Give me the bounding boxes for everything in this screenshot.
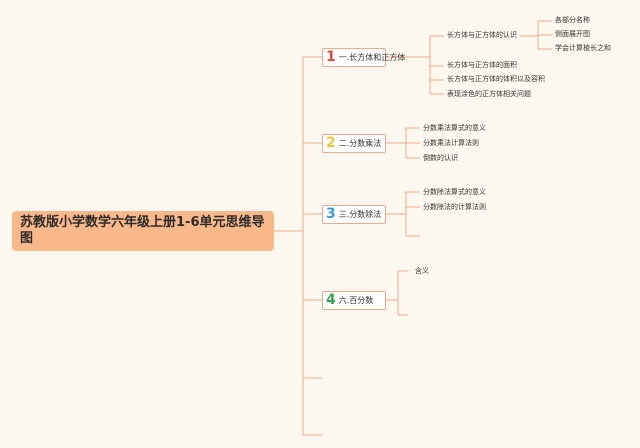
root-title: 苏教版小学数学六年级上册1-6单元思维导图 [20, 215, 265, 246]
subtopic-2-1[interactable]: 分数乘法算式的意义 [423, 124, 486, 132]
subtopic-4-1[interactable]: 含义 [415, 267, 429, 275]
detail-1-1-2[interactable]: 侧面展开图 [555, 30, 590, 38]
branch-number-2: 2 [326, 135, 336, 151]
branch-number-4: 4 [326, 292, 336, 308]
branch-topic-2[interactable]: 2 二.分数乘法 [322, 134, 386, 153]
branch-label-4: 六.百分数 [338, 296, 374, 305]
subtopic-1-1[interactable]: 长方体与正方体的认识 [447, 31, 517, 39]
branch-number-3: 3 [326, 206, 336, 222]
branch-topic-3[interactable]: 3 三.分数除法 [322, 205, 386, 224]
subtopic-1-3[interactable]: 长方体与正方体的体积以及容积 [447, 75, 545, 83]
subtopic-3-2[interactable]: 分数除法的计算法则 [423, 203, 486, 211]
subtopic-3-1[interactable]: 分数除法算式的意义 [423, 188, 486, 196]
branch-label-2: 二.分数乘法 [338, 139, 382, 148]
subtopic-1-4[interactable]: 表现涂色的正方体相关问题 [447, 90, 531, 98]
detail-1-1-1[interactable]: 各部分名称 [555, 16, 590, 24]
subtopic-1-2[interactable]: 长方体与正方体的面积 [447, 61, 517, 69]
branch-label-1: 一.长方体和正方体 [338, 53, 406, 62]
root-topic[interactable]: 苏教版小学数学六年级上册1-6单元思维导图 [12, 211, 274, 251]
branch-label-3: 三.分数除法 [338, 210, 382, 219]
subtopic-2-2[interactable]: 分数乘法计算法则 [423, 139, 479, 147]
detail-1-1-3[interactable]: 学会计算棱长之和 [555, 44, 611, 52]
branch-topic-4[interactable]: 4 六.百分数 [322, 291, 386, 310]
subtopic-2-3[interactable]: 倒数的认识 [423, 154, 458, 162]
branch-topic-1[interactable]: 1 一.长方体和正方体 [322, 48, 405, 67]
branch-number-1: 1 [326, 49, 336, 65]
